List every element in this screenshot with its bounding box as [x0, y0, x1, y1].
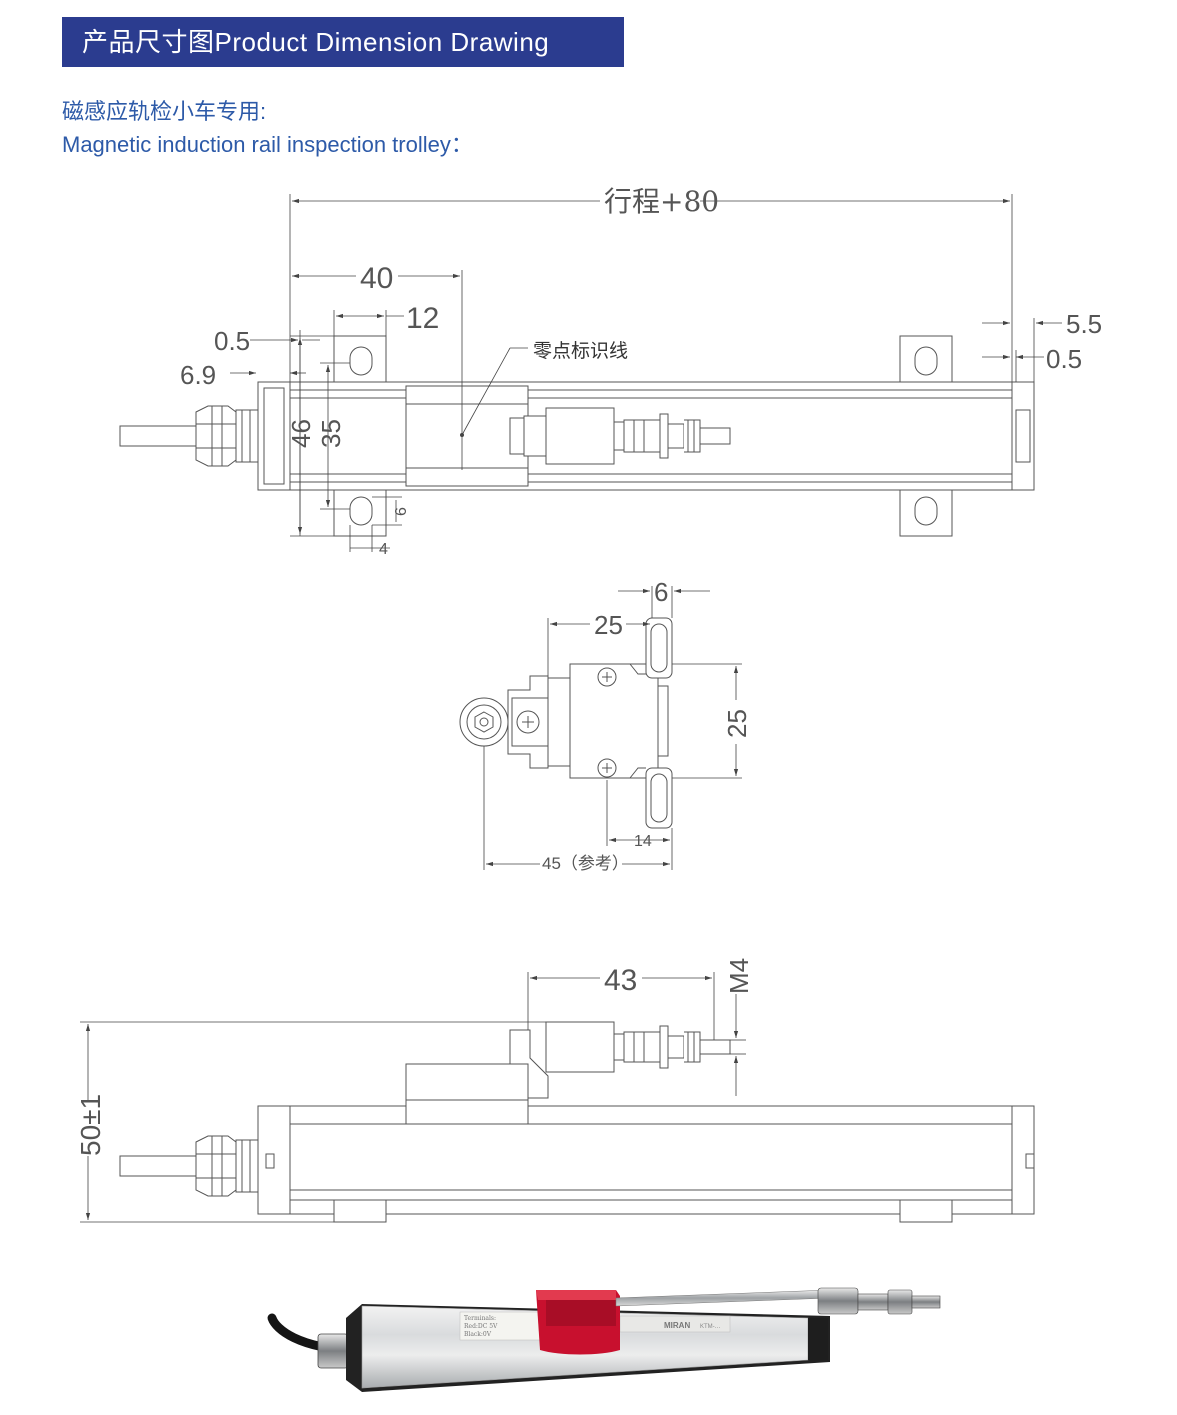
product-photo: Terminals: Red:DC 5V Black:0V MIRAN KTM-…: [267, 1287, 941, 1392]
photo-label-line-1: Terminals:: [464, 1315, 496, 1322]
top-view-dimensions: [230, 194, 1062, 552]
dim-6-9: 6.9: [180, 360, 216, 390]
dim-35: 35: [316, 419, 346, 448]
side-view-labels: 43 M4 50±1: [75, 958, 754, 1156]
subtitle-chinese: 磁感应轨检小车专用:: [62, 99, 267, 124]
subtitle-english: Magnetic induction rail inspection troll…: [62, 132, 473, 157]
top-view: [119, 335, 1035, 537]
dim-end-6: 6: [654, 577, 668, 607]
top-view-labels: 行程+80 40 12 0.5 6.9 46 35 6 4 5.5 0.5 零点…: [180, 185, 1102, 558]
page-title: 产品尺寸图Product Dimension Drawing: [62, 17, 624, 67]
end-view-dimensions: [483, 586, 742, 870]
photo-model: KTM-…: [700, 1324, 721, 1330]
dim-5-5: 5.5: [1066, 309, 1102, 339]
dim-43: 43: [604, 964, 637, 997]
dim-46: 46: [286, 419, 316, 448]
dim-0-5-left: 0.5: [214, 326, 250, 356]
side-view: [119, 1021, 1035, 1223]
photo-label-line-3: Black:0V: [464, 1331, 492, 1338]
dim-50: 50±1: [75, 1094, 106, 1156]
dim-12: 12: [406, 302, 439, 335]
dim-0-5-right: 0.5: [1046, 344, 1082, 374]
end-view: [459, 617, 673, 829]
zero-line-label: 零点标识线: [533, 340, 628, 362]
dim-travel: 行程+80: [604, 185, 719, 218]
dim-4: 4: [379, 541, 388, 558]
dim-end-14: 14: [634, 833, 652, 850]
end-view-labels: 6 25 25 14 45（参考）: [542, 577, 752, 873]
photo-label-line-2: Red:DC 5V: [464, 1323, 498, 1330]
dim-end-45: 45（参考）: [542, 854, 629, 873]
photo-brand: MIRAN: [664, 1321, 690, 1330]
dim-end-25-top: 25: [594, 610, 623, 640]
dim-end-25-side: 25: [722, 709, 752, 738]
dim-6-small: 6: [393, 507, 410, 516]
side-view-dimensions: [80, 972, 746, 1223]
dim-m4: M4: [724, 958, 754, 994]
dim-40: 40: [360, 262, 393, 295]
